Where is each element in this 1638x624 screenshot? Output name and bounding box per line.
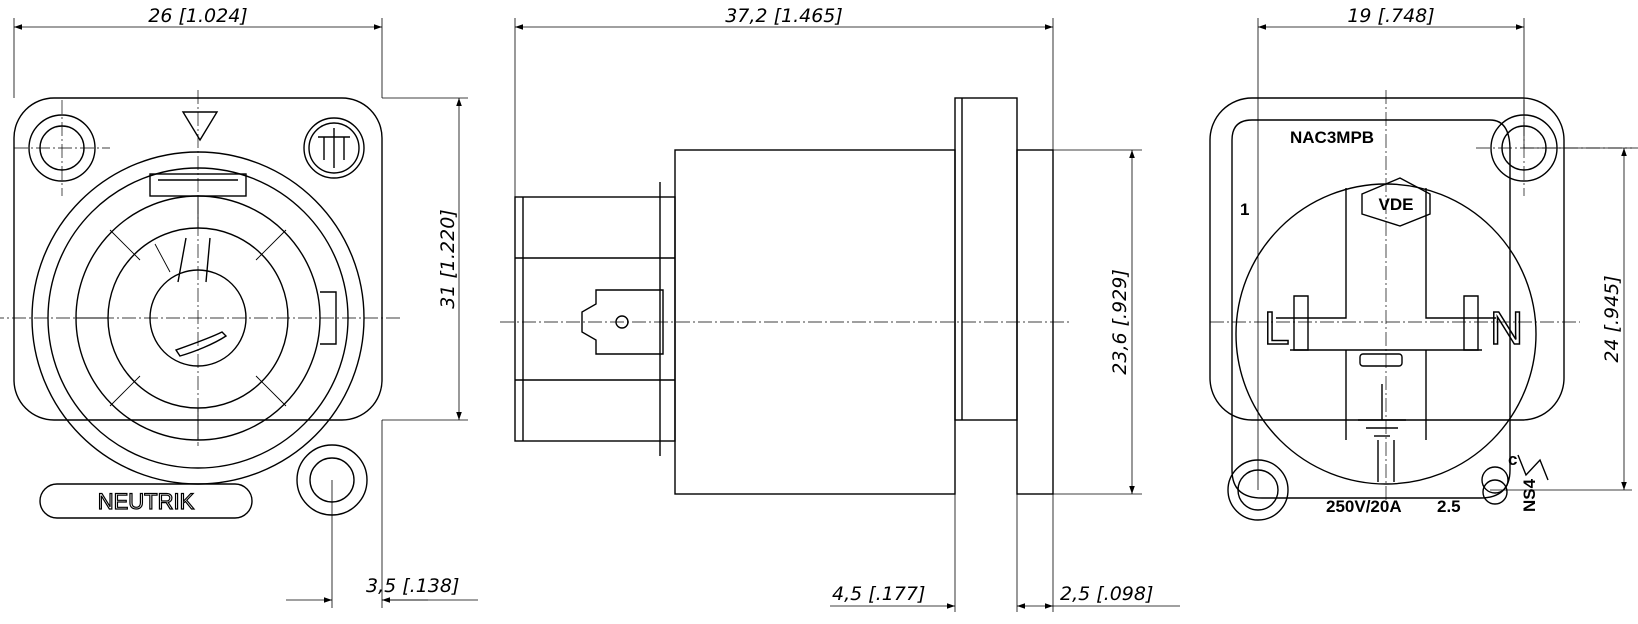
dim-front-height: 31 [1.220] [437, 209, 459, 308]
vde-text: VDE [1379, 195, 1414, 214]
side-view: 37,2 [1.465] 23,6 [.929] 4,5 [.177] 2,5 … [500, 5, 1180, 612]
dim-side-flange-thickness: 4,5 [.177] [832, 583, 925, 605]
dim-side-body-height: 23,6 [.929] [1109, 269, 1131, 374]
front-view: NEUTRIK 26 [1.024] 31 [1.220] 3,5 [.138] [0, 5, 478, 608]
vde-badge [1361, 177, 1431, 227]
safety-mark-icon [1481, 466, 1509, 505]
dim-front-hole-offset: 3,5 [.138] [366, 575, 459, 597]
rating-label: 250V/20A [1326, 497, 1402, 516]
neutrik-logo-icon [303, 117, 365, 179]
contact-block [514, 196, 676, 442]
dim-rear-hole-spacing: 19 [.748] [1347, 5, 1434, 27]
dim-side-flange-offset: 2,5 [.098] [1060, 583, 1153, 605]
rear-view: VDE L N NAC3MPB 1 250V/20A 2.5 c NS4 [1209, 5, 1638, 521]
brand-badge [39, 483, 253, 519]
side-flange [954, 97, 1018, 421]
solder-tab [581, 289, 664, 355]
model-label: NAC3MPB [1290, 128, 1374, 147]
ul-recognized-icon [1517, 454, 1549, 481]
rear-flange [1209, 97, 1565, 421]
dim-side-length: 37,2 [1.465] [725, 5, 843, 27]
orientation-triangle [181, 111, 219, 142]
neutral-terminal-label: N [1490, 302, 1523, 354]
ground-icon [1358, 353, 1406, 437]
dim-rear-height: 24 [.945] [1601, 275, 1623, 362]
rating-extra-label: 2.5 [1437, 497, 1461, 516]
pin-1-label: 1 [1240, 200, 1249, 219]
ns4-mark: NS4 [1520, 478, 1539, 512]
brand-text: NEUTRIK [98, 489, 195, 514]
dim-front-width: 26 [1.024] [148, 5, 247, 27]
live-terminal-label: L [1264, 302, 1290, 354]
ul-c-mark: c [1508, 450, 1517, 469]
